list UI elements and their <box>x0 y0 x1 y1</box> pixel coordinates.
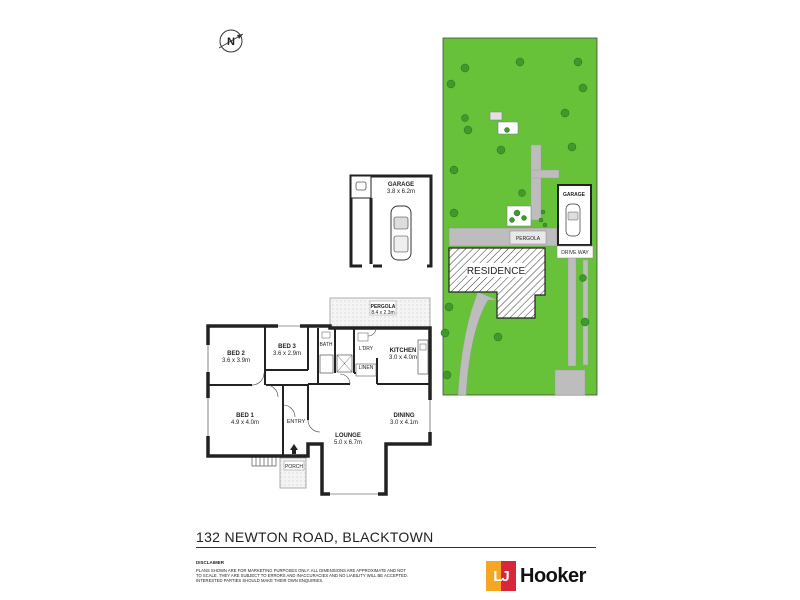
bed1-label: BED 1 <box>236 413 254 419</box>
lounge-label: LOUNGE <box>335 433 361 439</box>
garage-dims: 3.8 x 6.2m <box>387 189 415 195</box>
linen-label: LINEN <box>359 365 374 371</box>
bath-label: BATH <box>320 342 333 348</box>
dining-label: DINING <box>394 413 415 419</box>
property-address: 132 NEWTON ROAD, BLACKTOWN <box>196 529 434 545</box>
tree-icons <box>440 57 590 380</box>
pergola-label: PERGOLA <box>371 304 396 310</box>
north-compass-icon: N <box>218 29 244 53</box>
garage-label: GARAGE <box>388 182 414 188</box>
bed1-dims: 4.9 x 4.0m <box>231 420 259 426</box>
bed2-label: BED 2 <box>227 351 245 357</box>
disclaimer-text: Plans shown are for marketing purposes o… <box>196 568 408 584</box>
lj-hooker-logo: LJ Hooker <box>486 560 598 592</box>
divider <box>196 547 596 548</box>
laundry-label: L'DRY <box>359 346 374 352</box>
compass-letter: N <box>227 36 235 48</box>
lounge-dims: 5.0 x 6.7m <box>334 440 362 446</box>
car-icon <box>390 205 412 261</box>
driveway-label: DRIVE WAY <box>561 250 589 256</box>
disclaimer-title: DISCLAIMER <box>196 560 224 565</box>
entry-label: ENTRY <box>287 419 306 425</box>
entry-arrow-icon <box>290 444 298 450</box>
porch-label: PORCH <box>285 464 303 470</box>
bed3-dims: 3.6 x 2.9m <box>273 351 301 357</box>
house-plan: PERGOLA 8.4 x 2.3m PORCH <box>206 297 432 496</box>
bed2-dims: 3.6 x 3.9m <box>222 358 250 364</box>
pergola-dims: 8.4 x 2.3m <box>371 310 394 316</box>
kitchen-dims: 3.0 x 4.0m <box>389 355 417 361</box>
logo-mark-icon: LJ <box>486 561 516 591</box>
dining-dims: 3.0 x 4.1m <box>390 420 418 426</box>
residence-label: RESIDENCE <box>467 266 526 277</box>
site-plan: PERGOLA GARAGE DRIVE WAY RESIDENCE <box>440 37 598 396</box>
logo-mark-text: LJ <box>493 567 509 585</box>
kitchen-label: KITCHEN <box>390 348 417 354</box>
site-pergola-label: PERGOLA <box>516 236 541 242</box>
site-garage-label: GARAGE <box>563 192 586 198</box>
garage-plan: GARAGE 3.8 x 6.2m <box>349 174 433 268</box>
bed3-label: BED 3 <box>278 344 296 350</box>
logo-wordmark: Hooker <box>520 564 586 587</box>
